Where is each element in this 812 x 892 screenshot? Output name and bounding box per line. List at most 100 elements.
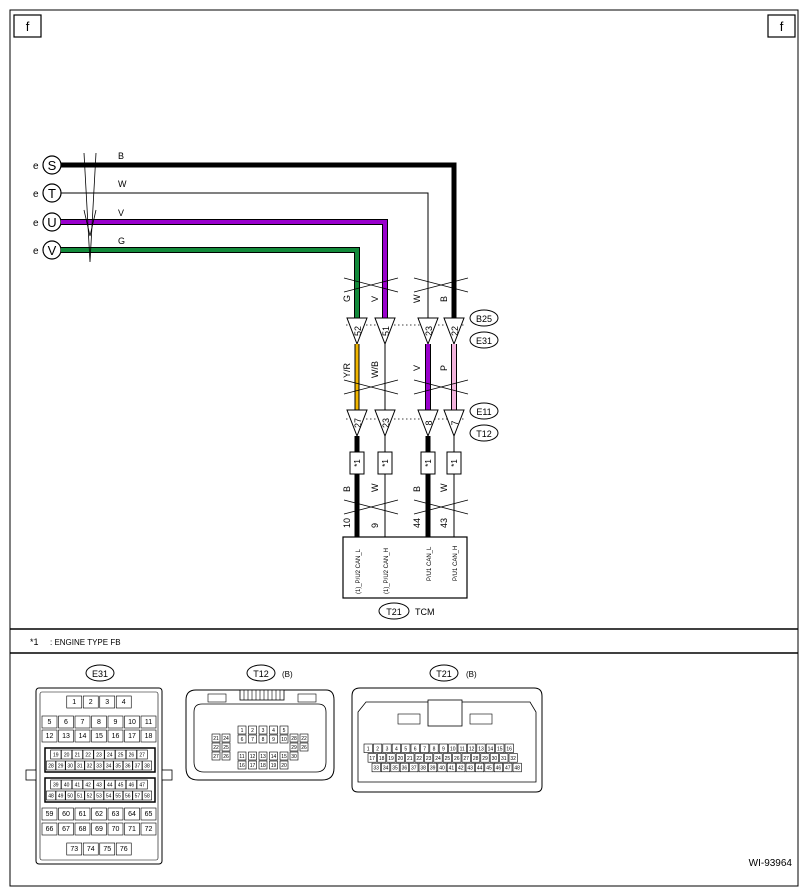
- pin-cell: 35: [390, 762, 400, 773]
- pin-cell: 53: [94, 790, 104, 801]
- pin-cell: 24: [104, 749, 116, 760]
- pin-cell-box: [248, 751, 257, 761]
- pin-cell-box: [279, 725, 289, 735]
- pin-cell-box: [91, 729, 107, 743]
- pin-cell: 33: [94, 760, 104, 771]
- pin-cell: 24: [433, 753, 443, 763]
- pin-cell-label: 63: [112, 811, 120, 818]
- pin-cell-box: [269, 725, 278, 735]
- input-connector-t: e: [33, 189, 39, 200]
- pin-cell-label: 30: [67, 764, 73, 770]
- pin-cell: 17: [124, 729, 140, 743]
- t21-key-right: [469, 713, 493, 725]
- pin-cell-label: 35: [392, 766, 398, 772]
- pin-cell-label: 26: [454, 756, 460, 762]
- pin-cell: 71: [124, 822, 140, 836]
- pin-cell-label: 22: [416, 756, 422, 762]
- pin-cell-box: [279, 734, 289, 744]
- pin-cell: 7: [420, 743, 430, 753]
- pin-cell: 26: [452, 753, 462, 763]
- pin-cell: 31: [499, 753, 509, 763]
- pin-cell-label: 13: [478, 747, 484, 753]
- pin-cell-box: [471, 753, 481, 763]
- pin-cell-box: [382, 743, 392, 753]
- pin-cell: 15: [495, 743, 505, 753]
- pin-cell-label: 27: [463, 756, 469, 762]
- pin-cell-box: [258, 751, 268, 761]
- pin-cell-label: 12: [250, 754, 256, 760]
- pin-cell-box: [58, 715, 74, 729]
- pin-cell-box: [58, 822, 74, 836]
- pin-cell-box: [50, 749, 62, 760]
- pin-cell: 8: [429, 743, 439, 753]
- pin-cell-box: [258, 725, 268, 735]
- input-terminal-v-label: V: [48, 243, 57, 258]
- pin-cell-label: 4: [395, 747, 398, 753]
- pin-cell: 11: [140, 715, 157, 729]
- pin-cell-box: [428, 762, 438, 773]
- pin-cell-box: [65, 760, 76, 771]
- pin-cell-label: 8: [262, 737, 265, 743]
- e31-body: [35, 687, 163, 865]
- input-terminal-s-label: S: [48, 158, 57, 173]
- pin-cell-box: [269, 734, 278, 744]
- pin-cell: 25: [221, 742, 231, 752]
- input-terminals: e S e T e U e V: [33, 155, 62, 260]
- pin-cell: 21: [405, 753, 415, 763]
- pin-cell-box: [94, 790, 104, 801]
- pin-cell-label: 22: [85, 753, 91, 759]
- note-box-2-label: *1: [381, 459, 390, 467]
- wire-g-upper: [61, 248, 359, 318]
- pin-cell-label: 16: [506, 747, 512, 753]
- pin-cell-label: 76: [120, 846, 128, 853]
- pin-cell-box: [367, 753, 377, 763]
- pin-cell: 1: [363, 743, 373, 753]
- vert-label-wb: W/B: [370, 361, 380, 378]
- pin-cell-box: [122, 790, 133, 801]
- pin-cell-label: 37: [411, 766, 417, 772]
- note-box-4: *1: [446, 451, 462, 475]
- pin-cell-box: [107, 807, 124, 821]
- pin-cell-label: 28: [291, 736, 297, 742]
- pin-cell: 9: [107, 715, 124, 729]
- pin-cell-label: 9: [272, 737, 275, 743]
- pin-cell-box: [237, 725, 247, 735]
- pin-cell-box: [115, 779, 127, 790]
- pin-cell-label: 21: [213, 736, 219, 742]
- connector-b25-e31: 52 51 23 22 B25 E31: [346, 309, 499, 349]
- pin-cell: 1: [66, 695, 83, 709]
- pin-cell-box: [66, 842, 83, 856]
- pin-cell: 29: [55, 760, 66, 771]
- pin-cell-label: 30: [291, 754, 297, 760]
- pin-cell-box: [58, 729, 74, 743]
- pin-cell-box: [269, 751, 278, 761]
- pin-cell: 46: [125, 779, 137, 790]
- pin-cell: 20: [395, 753, 405, 763]
- vert-label-b-low-2: B: [412, 486, 422, 492]
- pin-cell: 3: [258, 725, 268, 735]
- pin-cell-box: [93, 749, 105, 760]
- pin-cell-label: 9: [114, 719, 118, 726]
- pin-cell-box: [299, 742, 309, 752]
- pin-cell: 47: [136, 779, 148, 790]
- pin-cell: 45: [115, 779, 127, 790]
- pin-cell: 44: [475, 762, 485, 773]
- pin-cell: 13: [58, 729, 74, 743]
- pin-cell: 30: [289, 751, 299, 761]
- connector-badge-b25-label: B25: [476, 314, 492, 324]
- pin-cell-label: 7: [251, 737, 254, 743]
- pin-cell-label: 7: [81, 719, 85, 726]
- pin-cell: 40: [437, 762, 447, 773]
- pin-cell-box: [248, 734, 257, 744]
- pin-cell-box: [82, 695, 99, 709]
- pin-cell-label: 16: [112, 733, 120, 740]
- pin-cell-label: 72: [145, 826, 153, 833]
- pin-cell-box: [461, 753, 471, 763]
- pin-cell-label: 35: [115, 764, 121, 770]
- pin-cell: 39: [50, 779, 62, 790]
- pin-cell: 14: [269, 751, 278, 761]
- pin-cell-label: 39: [53, 783, 59, 789]
- pin-cell-box: [132, 760, 143, 771]
- pin-cell-box: [41, 822, 58, 836]
